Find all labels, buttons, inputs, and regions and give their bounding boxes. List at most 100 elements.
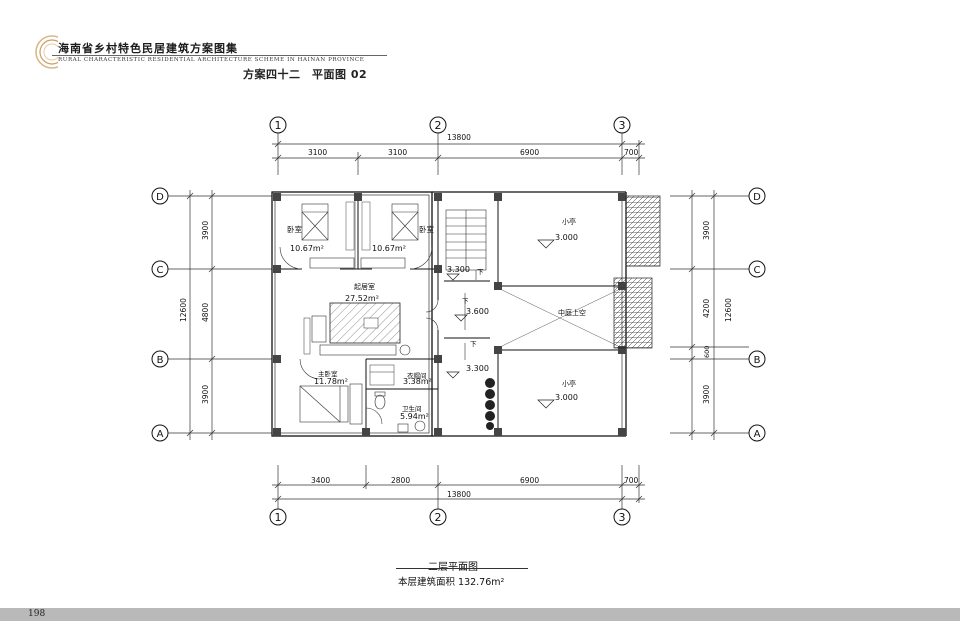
axis-bubble-left-A: A [151, 424, 169, 442]
axis-bubble-bottom-3: 3 [613, 508, 631, 526]
dim-right-seg-3: 600 [703, 346, 711, 358]
level-stair-top: 3.300 [447, 265, 470, 274]
dim-bottom-seg-1: 3400 [311, 476, 330, 485]
level-pavilion-bottom: 3.000 [555, 393, 578, 402]
dim-top-seg-3: 6900 [520, 148, 539, 157]
page-number: 198 [28, 609, 46, 619]
bed-left [301, 203, 329, 241]
footer-bar [0, 608, 960, 621]
svg-text:1: 1 [275, 119, 282, 132]
caption-underline [396, 568, 528, 569]
svg-text:D: D [753, 192, 761, 203]
down-arrow-3: 下 [470, 340, 477, 348]
interior-walls [275, 195, 622, 433]
axis-bubble-left-D: D [151, 187, 169, 205]
svg-text:A: A [157, 429, 164, 440]
dim-bottom-seg-4: 700 [624, 476, 639, 485]
plan-caption: 二层平面图 [428, 558, 478, 573]
axis-bubble-right-A: A [748, 424, 766, 442]
planters [485, 378, 495, 430]
wardrobes [309, 257, 406, 269]
svg-text:A: A [754, 429, 761, 440]
dim-right-seg-2: 4200 [702, 299, 711, 318]
area-closet: 3.38m² [403, 377, 432, 386]
living-room-furniture [303, 302, 411, 356]
bay-window [345, 201, 371, 251]
svg-text:1: 1 [275, 511, 282, 524]
axis-bubble-top-2: 2 [429, 116, 447, 134]
label-closet: 衣帽间 [407, 371, 427, 380]
dim-left-seg-2: 4800 [201, 303, 210, 322]
dim-left-total: 12600 [179, 298, 188, 322]
dim-bottom-seg-3: 6900 [520, 476, 539, 485]
dimension-top [272, 133, 645, 175]
courtyard-void [501, 289, 619, 347]
label-pavilion-top: 小亭 [562, 217, 576, 226]
svg-text:B: B [157, 355, 164, 366]
dim-right-total: 12600 [724, 298, 733, 322]
closet-shelves [369, 364, 395, 386]
dim-bottom-total: 13800 [447, 490, 471, 499]
page-title: 方案四十二 平面图 02 [243, 68, 368, 81]
area-bedroom-right: 10.67m² [372, 244, 406, 253]
svg-text:3: 3 [619, 511, 626, 524]
label-bedroom-left: 卧室 [287, 224, 302, 234]
axis-bubble-right-C: C [748, 260, 766, 278]
level-pavilion-top: 3.000 [555, 233, 578, 242]
dim-top-seg-2: 3100 [388, 148, 407, 157]
svg-text:3: 3 [619, 119, 626, 132]
area-bathroom: 5.94m² [400, 412, 429, 421]
axis-bubble-right-B: B [748, 350, 766, 368]
label-bathroom: 卫生间 [402, 404, 422, 413]
down-arrow-1: 下 [477, 268, 484, 276]
dimension-left [168, 190, 272, 440]
label-courtyard-void: 中庭上空 [558, 308, 586, 317]
dim-right-seg-4: 3900 [702, 385, 711, 404]
dim-top-seg-4: 700 [624, 148, 639, 157]
axis-bubble-right-D: D [748, 187, 766, 205]
master-bed [299, 383, 363, 425]
door-swings [279, 246, 439, 425]
dim-left-seg-3: 3900 [201, 385, 210, 404]
staircase [445, 209, 487, 360]
axis-bubble-bottom-2: 2 [429, 508, 447, 526]
header-title: 海南省乡村特色民居建筑方案图集 [58, 42, 238, 55]
svg-text:B: B [754, 355, 761, 366]
label-living-room: 起居室 [354, 282, 375, 291]
header-divider [52, 55, 387, 56]
header-subtitle: RURAL CHARACTERISTIC RESIDENTIAL ARCHITE… [58, 57, 365, 63]
axis-bubble-left-B: B [151, 350, 169, 368]
roof-tiles-middle [613, 277, 653, 349]
area-master-bedroom: 11.78m² [314, 377, 348, 386]
dim-top-seg-1: 3100 [308, 148, 327, 157]
label-pavilion-bottom: 小亭 [562, 379, 576, 388]
bed-right [391, 203, 419, 241]
svg-text:C: C [157, 265, 164, 276]
level-stair-bottom: 3.300 [466, 364, 489, 373]
roof-tiles-top [625, 195, 661, 267]
area-living-room: 27.52m² [345, 294, 379, 303]
bathroom-fixtures [374, 391, 426, 433]
level-landing: 3.600 [466, 307, 489, 316]
svg-text:D: D [156, 192, 164, 203]
label-bedroom-right: 卧室 [419, 224, 434, 234]
axis-bubble-top-3: 3 [613, 116, 631, 134]
dim-top-total: 13800 [447, 133, 471, 142]
svg-text:C: C [754, 265, 761, 276]
floor-area-caption: 本层建筑面积 132.76m² [398, 577, 505, 588]
axis-bubble-bottom-1: 1 [269, 508, 287, 526]
level-markers [446, 239, 555, 409]
down-arrow-2: 下 [462, 297, 469, 305]
axis-bubble-left-C: C [151, 260, 169, 278]
svg-text:2: 2 [435, 511, 442, 524]
dim-right-seg-1: 3900 [702, 221, 711, 240]
axis-bubble-top-1: 1 [269, 116, 287, 134]
dim-left-seg-1: 3900 [201, 221, 210, 240]
dimension-bottom [272, 465, 645, 509]
svg-text:2: 2 [435, 119, 442, 132]
dimension-right [670, 190, 749, 440]
dim-bottom-seg-2: 2800 [391, 476, 410, 485]
label-master-bedroom: 主卧室 [318, 369, 338, 378]
area-bedroom-left: 10.67m² [290, 244, 324, 253]
